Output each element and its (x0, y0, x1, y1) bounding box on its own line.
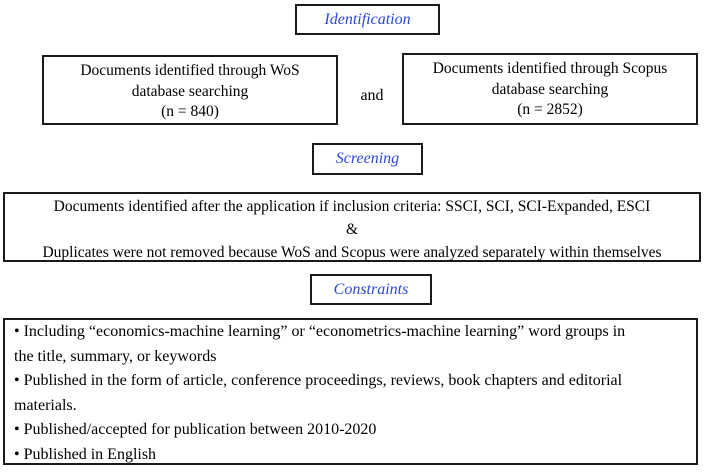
wos-documents-box: Documents identified through WoS databas… (42, 55, 338, 125)
screening-result-box: Documents identified after the applicati… (3, 192, 701, 262)
scopus-documents-line-1: Documents identified through Scopus (432, 60, 668, 77)
scopus-documents-line-2: database searching (491, 80, 609, 98)
constraints-stage-label: Constraints (333, 280, 409, 298)
constraint-date-range: • Published/accepted for publication bet… (14, 421, 377, 438)
and-connector-label: and (360, 87, 384, 104)
screening-result-line-1: Documents identified after the applicati… (53, 198, 651, 215)
screening-stage-box: Screening (312, 143, 423, 175)
constraints-list-box: • Including “economics-machine learning”… (3, 318, 698, 465)
scopus-documents-count: (n = 2852) (517, 101, 583, 118)
wos-documents-line-1: Documents identified through WoS (80, 62, 300, 79)
constraint-doc-types-line-2: materials. (14, 396, 77, 414)
screening-result-ampersand: & (345, 221, 359, 238)
identification-stage-label: Identification (324, 10, 411, 28)
constraint-keywords-line-2: the title, summary, or keywords (14, 347, 217, 365)
constraint-keywords-line-1: • Including “economics-machine learning”… (14, 323, 626, 340)
wos-documents-count: (n = 840) (161, 103, 219, 120)
screening-stage-label: Screening (335, 150, 400, 167)
identification-stage-box: Identification (295, 4, 440, 35)
constraints-stage-box: Constraints (310, 274, 432, 305)
scopus-documents-box: Documents identified through Scopus data… (402, 53, 698, 125)
constraint-language: • Published in English (14, 445, 157, 463)
wos-documents-line-2: database searching (131, 82, 249, 100)
constraint-doc-types-line-1: • Published in the form of article, conf… (14, 372, 623, 389)
screening-result-line-2: Duplicates were not removed because WoS … (42, 244, 662, 261)
